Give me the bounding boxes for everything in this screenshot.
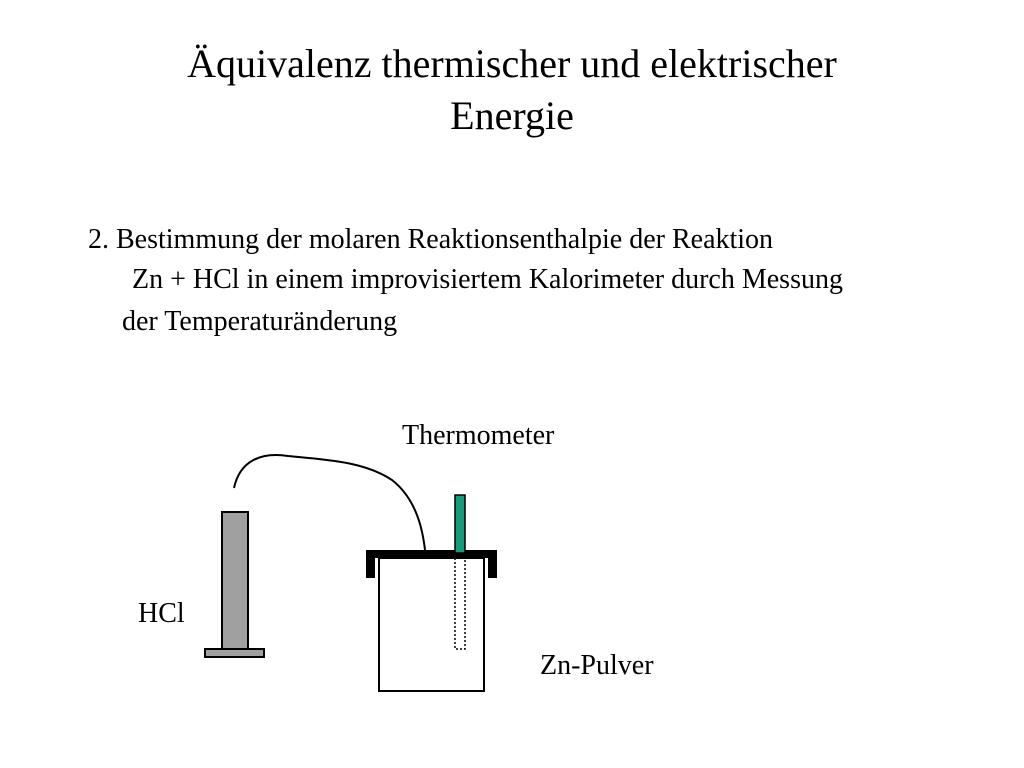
thermometer-top (454, 494, 466, 554)
description-line-1: 2. Bestimmung der molaren Reaktionsentha… (88, 224, 774, 255)
graduated-cylinder (204, 511, 265, 658)
calorimeter (366, 550, 497, 692)
title-line-1: Äquivalenz thermischer und elektrischer (187, 41, 837, 86)
description-line-3: der Temperaturänderung (122, 306, 398, 337)
thermometer-label: Thermometer (402, 420, 555, 451)
page-title: Äquivalenz thermischer und elektrischer … (0, 38, 1024, 142)
title-line-2: Energie (450, 93, 574, 138)
zn-powder-label: Zn-Pulver (540, 650, 654, 681)
lid-right-flange (488, 550, 497, 578)
calorimeter-lid (366, 550, 497, 558)
cylinder-tube (221, 511, 249, 650)
cylinder-base (204, 648, 265, 658)
calorimeter-vessel (378, 557, 485, 692)
lid-left-flange (366, 550, 375, 578)
thermometer (454, 494, 466, 650)
hcl-label: HCl (138, 598, 185, 629)
description-line-2: Zn + HCl in einem improvisiertem Kalorim… (132, 264, 843, 295)
thermometer-immersed (454, 557, 466, 650)
